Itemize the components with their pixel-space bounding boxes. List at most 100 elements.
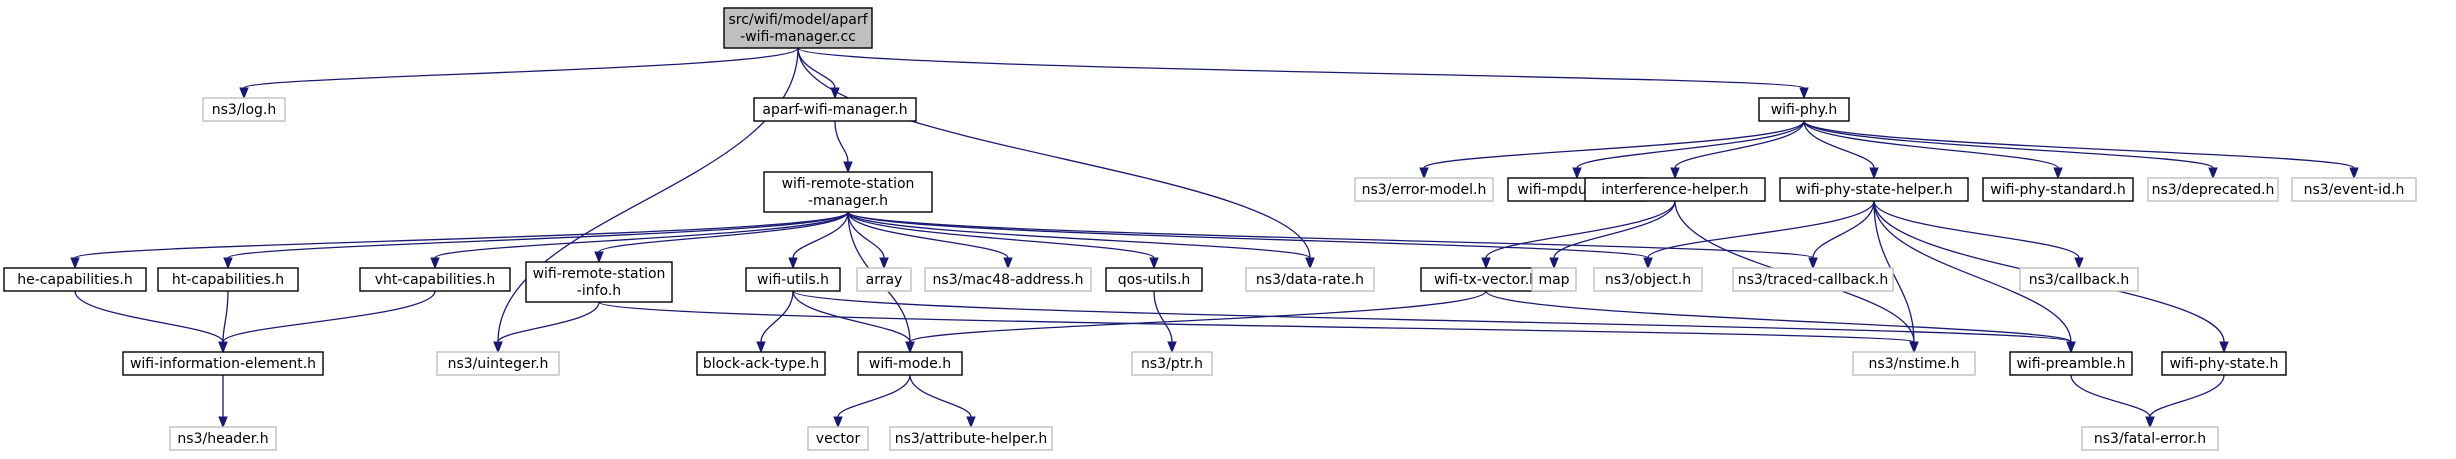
edge-line [1803,120,2355,169]
edge-arrowhead [879,257,889,270]
node-label: array [866,272,903,288]
node-vector: vector [807,426,869,451]
node-root[interactable]: src/wifi/model/aparf-wifi-manager.cc [723,7,873,49]
edge-line [1873,200,2080,259]
edge-wrsm-to-htcap [223,211,849,270]
edge-wifimode-to-vector [833,374,911,429]
edge-line [834,120,849,163]
edge-txvector-to-preamble [1485,290,2076,354]
node-hecap[interactable]: he-capabilities.h [3,267,147,292]
node-label: ns3/ptr.h [1141,356,1203,372]
node-box [1354,177,1494,202]
edge-arrowhead [788,257,798,270]
node-phystandard[interactable]: wifi-phy-standard.h [1982,177,2134,202]
node-preamble[interactable]: wifi-preamble.h [2009,351,2133,376]
edge-root-to-ns3log [239,47,799,100]
node-wifiutils[interactable]: wifi-utils.h [745,267,841,292]
node-htcap[interactable]: ht-capabilities.h [157,267,299,292]
node-wrsinfo[interactable]: wifi-remote-station-info.h [525,261,673,303]
node-box [1852,351,1976,376]
node-infoelem[interactable]: wifi-information-element.h [122,351,324,376]
node-label: ns3/data-rate.h [1256,272,1364,288]
edge-arrowhead [218,416,228,429]
edge-wifiutils-to-wifimode [792,290,915,354]
node-label: ns3/error-model.h [1362,182,1487,198]
edge-line [797,47,1311,259]
edge-txvector-to-wifimode [905,290,1487,354]
edge-wrsm-to-hecap [70,211,849,270]
edge-aparf-to-wrsm [834,120,853,174]
edge-arrowhead [756,341,766,354]
node-label: ns3/attribute-helper.h [895,431,1048,447]
node-box [1732,267,1894,292]
edge-line [909,290,1487,343]
node-txvector[interactable]: wifi-tx-vector.h [1420,267,1552,292]
node-box [807,426,869,451]
edge-line [222,290,436,343]
edge-infoelem-to-header [218,374,228,429]
edge-arrowhead [905,341,915,354]
node-box [1779,177,1969,202]
edge-arrowhead [1869,167,1879,180]
edge-arrowhead [2349,167,2359,180]
edge-arrowhead [2074,257,2084,270]
node-nstime: ns3/nstime.h [1852,351,1976,376]
edge-arrowhead [223,257,233,270]
edge-wifiphy-to-errormodel [1419,120,1805,180]
node-physhelper[interactable]: wifi-phy-state-helper.h [1779,177,1969,202]
node-box [202,97,286,122]
node-label: wifi-information-element.h [130,356,316,372]
edge-line [1812,200,1875,259]
node-box [723,7,873,49]
node-qosutils[interactable]: qos-utils.h [1105,267,1203,292]
node-blockack[interactable]: block-ack-type.h [696,351,826,376]
edge-arrowhead [493,341,503,354]
node-errormodel: ns3/error-model.h [1354,177,1494,202]
edge-line [2070,374,2151,418]
edges-layer [70,47,2359,429]
node-interference[interactable]: interference-helper.h [1584,177,1766,202]
edge-physstate-to-fatalerror [2145,374,2225,429]
node-physstate[interactable]: wifi-phy-state.h [2161,351,2287,376]
edge-wifiphy-to-eventid [1803,120,2359,180]
edge-wrsm-to-traced [847,211,1818,270]
edge-interference-to-map [1549,200,1676,270]
edge-root-to-uinteger [493,47,799,354]
node-label: block-ack-type.h [703,356,819,372]
edge-wrsm-to-vhtcap [430,211,849,270]
node-label: wifi-preamble.h [2016,356,2125,372]
node-box [2161,351,2287,376]
node-wrsm[interactable]: wifi-remote-station-manager.h [763,171,933,213]
node-wifiphy[interactable]: wifi-phy.h [1758,97,1850,122]
edge-arrowhead [1670,167,1680,180]
node-label: vht-capabilities.h [375,272,496,288]
edge-line [837,374,911,418]
edge-arrowhead [1909,341,1919,354]
edge-line [243,47,799,89]
node-label: he-capabilities.h [17,272,132,288]
edge-line [797,47,1805,89]
edge-line [1153,290,1173,343]
node-ptr: ns3/ptr.h [1131,351,1213,376]
edge-wifiphy-to-interference [1670,120,1805,180]
node-box [1982,177,2134,202]
edge-arrowhead [1572,167,1582,180]
edge-arrowhead [430,257,440,270]
node-label: wifi-tx-vector.h [1434,272,1538,288]
node-box [2019,267,2139,292]
edge-arrowhead [1003,257,1013,270]
edge-wrsm-to-wrsinfo [594,211,849,264]
node-wifimode[interactable]: wifi-mode.h [857,351,963,376]
node-vhtcap[interactable]: vht-capabilities.h [359,267,511,292]
edge-wifiphy-to-mpdutype [1572,120,1805,180]
node-box [1758,97,1850,122]
node-label: ns3/header.h [177,431,268,447]
edge-wrsinfo-to-uinteger [493,301,600,354]
node-box [2009,351,2133,376]
edge-line [792,290,2072,343]
node-aparf[interactable]: aparf-wifi-manager.h [753,97,917,122]
node-label: -info.h [577,283,621,299]
edge-line [227,211,849,259]
node-label: ns3/mac48-address.h [933,272,1084,288]
node-box [856,267,912,292]
